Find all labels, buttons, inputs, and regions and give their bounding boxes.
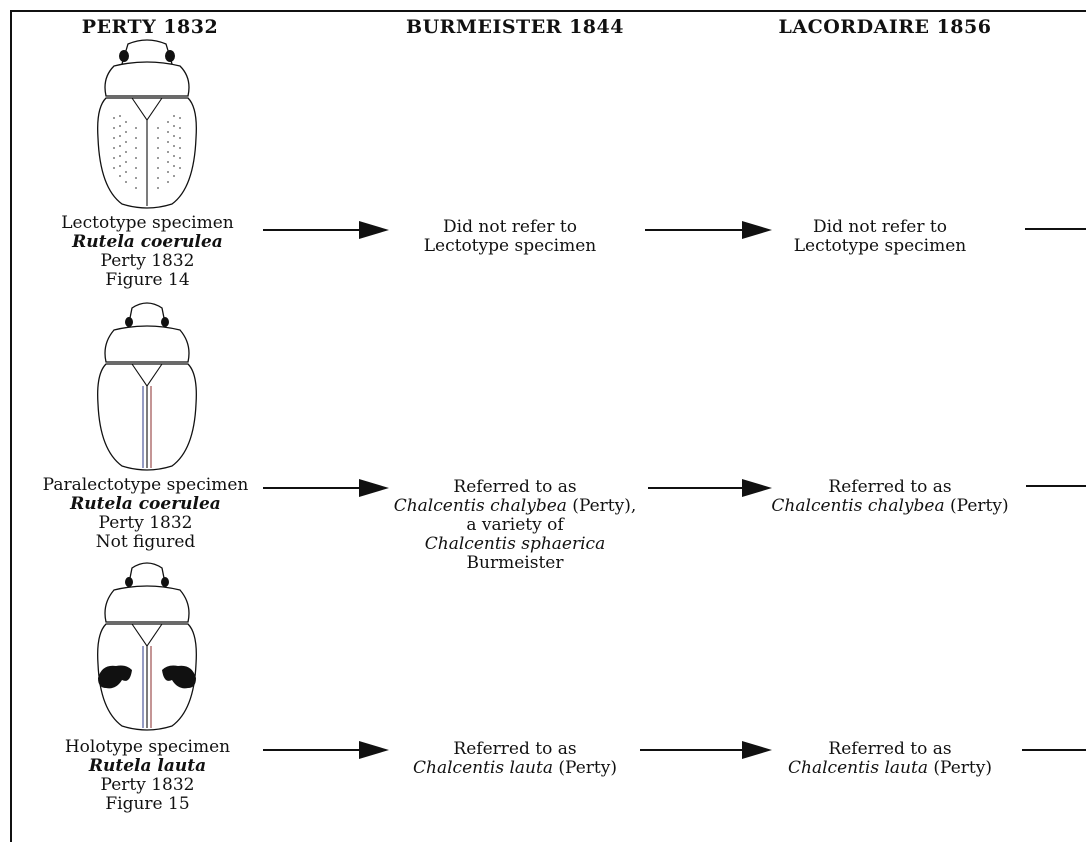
lacordaire-row1-line2: Lectotype specimen <box>760 237 1000 256</box>
lacordaire-row2-suffix: (Perty) <box>945 496 1009 516</box>
paralectotype-label: Paralectotype specimen Rutela coerulea P… <box>18 476 273 552</box>
burmeister-row2-line5: Burmeister <box>380 554 650 573</box>
burmeister-row3-line2: Chalcentis lauta (Perty) <box>380 759 650 778</box>
burmeister-row2-text: Referred to as Chalcentis chalybea (Pert… <box>380 478 650 573</box>
paralectotype-title: Paralectotype specimen <box>18 476 273 495</box>
burmeister-row2-line1: Referred to as <box>380 478 650 497</box>
holotype-label: Holotype specimen Rutela lauta Perty 183… <box>20 738 275 814</box>
lacordaire-row2-name: Chalcentis chalybea <box>771 496 944 516</box>
lectotype-figure: Figure 14 <box>20 271 275 290</box>
lacordaire-row2-line2: Chalcentis chalybea (Perty) <box>755 497 1025 516</box>
paralectotype-figure: Not figured <box>18 533 273 552</box>
arrowhead-icon <box>359 479 389 497</box>
line-row1-continuation <box>1025 228 1086 230</box>
lacordaire-row3-suffix: (Perty) <box>928 758 992 778</box>
lectotype-species: Rutela coerulea <box>20 233 275 252</box>
burmeister-row3-text: Referred to as Chalcentis lauta (Perty) <box>380 740 650 778</box>
lacordaire-row2-line1: Referred to as <box>755 478 1025 497</box>
burmeister-row2-line3: a variety of <box>380 516 650 535</box>
arrowhead-icon <box>359 221 389 239</box>
lectotype-author: Perty 1832 <box>20 252 275 271</box>
holotype-figure: Figure 15 <box>20 795 275 814</box>
paralectotype-author: Perty 1832 <box>18 514 273 533</box>
lectotype-beetle-illustration <box>92 38 202 210</box>
header-burmeister: BURMEISTER 1844 <box>395 16 635 38</box>
line-row3-continuation <box>1022 749 1086 751</box>
paralectotype-species: Rutela coerulea <box>18 495 273 514</box>
burmeister-row3-line1: Referred to as <box>380 740 650 759</box>
arrow-row2-to-lacordaire <box>648 487 768 489</box>
lacordaire-row3-name: Chalcentis lauta <box>788 758 928 778</box>
lacordaire-row1-line1: Did not refer to <box>760 218 1000 237</box>
lacordaire-row2-text: Referred to as Chalcentis chalybea (Pert… <box>755 478 1025 516</box>
burmeister-row2-suffix: (Perty), <box>567 496 636 516</box>
lacordaire-row3-line1: Referred to as <box>755 740 1025 759</box>
lacordaire-row3-line2: Chalcentis lauta (Perty) <box>755 759 1025 778</box>
burmeister-row1-line1: Did not refer to <box>390 218 630 237</box>
holotype-title: Holotype specimen <box>20 738 275 757</box>
burmeister-row2-line4: Chalcentis sphaerica <box>380 535 650 554</box>
arrowhead-icon <box>742 741 772 759</box>
arrowhead-icon <box>742 479 772 497</box>
lacordaire-row3-text: Referred to as Chalcentis lauta (Perty) <box>755 740 1025 778</box>
burmeister-row3-suffix: (Perty) <box>553 758 617 778</box>
arrow-row1-to-burmeister <box>263 229 385 231</box>
lacordaire-row1-text: Did not refer to Lectotype specimen <box>760 218 1000 256</box>
burmeister-row3-name: Chalcentis lauta <box>413 758 553 778</box>
lectotype-label: Lectotype specimen Rutela coerulea Perty… <box>20 214 275 290</box>
burmeister-row2-line2: Chalcentis chalybea (Perty), <box>380 497 650 516</box>
line-row2-continuation <box>1026 485 1086 487</box>
arrow-row1-to-lacordaire <box>645 229 768 231</box>
holotype-species: Rutela lauta <box>20 757 275 776</box>
arrowhead-icon <box>742 221 772 239</box>
burmeister-row1-line2: Lectotype specimen <box>390 237 630 256</box>
header-perty: PERTY 1832 <box>60 16 240 38</box>
lectotype-title: Lectotype specimen <box>20 214 275 233</box>
burmeister-row1-text: Did not refer to Lectotype specimen <box>390 218 630 256</box>
holotype-author: Perty 1832 <box>20 776 275 795</box>
holotype-beetle-illustration <box>92 560 202 732</box>
arrow-row2-to-burmeister <box>263 487 385 489</box>
burmeister-row2-name: Chalcentis chalybea <box>394 496 567 516</box>
arrow-row3-to-lacordaire <box>640 749 768 751</box>
header-lacordaire: LACORDAIRE 1856 <box>765 16 1005 38</box>
arrow-row3-to-burmeister <box>263 749 385 751</box>
paralectotype-beetle-illustration <box>92 300 202 472</box>
arrowhead-icon <box>359 741 389 759</box>
